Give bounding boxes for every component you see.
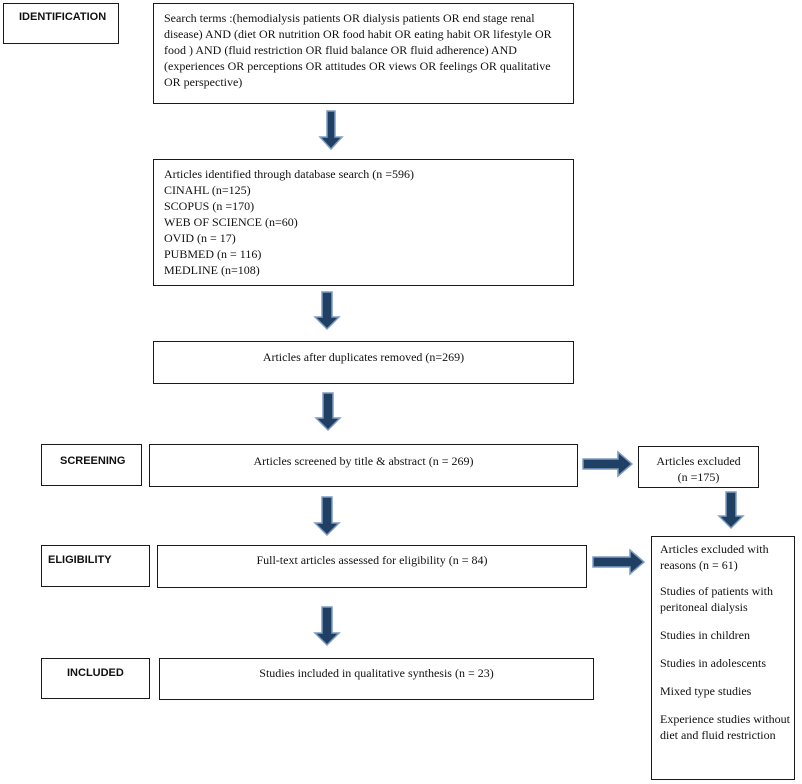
down-arrow-duplicates-to-screened — [314, 392, 342, 432]
database-item-pubmed: PUBMED (n = 116) — [164, 247, 262, 261]
right-arrow-fulltext-to-excluded — [592, 548, 646, 576]
exclusion-reason-no-diet: Experience studies without diet and flui… — [660, 712, 790, 742]
database-item-cinahl: CINAHL (n=125) — [164, 183, 251, 197]
down-arrow-search-to-identified — [318, 110, 344, 151]
down-arrow-screened-to-fulltext — [313, 496, 341, 537]
exclusion-reason-mixed: Mixed type studies — [660, 684, 752, 698]
stage-identification-label: IDENTIFICATION — [19, 11, 107, 23]
excluded-fulltext-header: Articles excluded with reasons (n = 61) — [660, 542, 769, 572]
down-arrow-excluded-to-reasons — [717, 491, 745, 530]
stage-identification: IDENTIFICATION — [3, 3, 119, 44]
screened-text: Articles screened by title & abstract (n… — [253, 454, 474, 468]
excluded-screening-line2: (n =175) — [677, 470, 720, 484]
included-box: Studies included in qualitative synthesi… — [159, 658, 594, 700]
right-arrow-screened-to-excluded — [582, 450, 634, 478]
excluded-screening-box: Articles excluded (n =175) — [638, 446, 759, 488]
search-terms-box: Search terms :(hemodialysis patients OR … — [153, 3, 574, 104]
excluded-screening-line1: Articles excluded — [656, 454, 741, 468]
down-arrow-identified-to-duplicates — [313, 291, 341, 331]
exclusion-reason-adolescents: Studies in adolescents — [660, 656, 766, 670]
stage-included-label: INCLUDED — [67, 667, 124, 679]
duplicates-removed-box: Articles after duplicates removed (n=269… — [153, 341, 574, 384]
stage-eligibility: ELIGIBILITY — [41, 545, 150, 587]
stage-screening-label: SCREENING — [60, 455, 126, 467]
included-text: Studies included in qualitative synthesi… — [259, 666, 494, 680]
identified-header: Articles identified through database sea… — [164, 167, 415, 181]
identified-box: Articles identified through database sea… — [153, 159, 574, 286]
database-item-web-of-science: WEB OF SCIENCE (n=60) — [164, 215, 298, 229]
fulltext-text: Full-text articles assessed for eligibil… — [256, 553, 488, 567]
screened-box: Articles screened by title & abstract (n… — [149, 444, 578, 487]
stage-included: INCLUDED — [41, 658, 150, 699]
exclusion-reason-peritoneal: Studies of patients with peritoneal dial… — [660, 584, 773, 614]
database-item-ovid: OVID (n = 17) — [164, 231, 236, 245]
search-terms-text: Search terms :(hemodialysis patients OR … — [164, 11, 552, 89]
stage-screening: SCREENING — [41, 444, 142, 486]
database-item-scopus: SCOPUS (n =170) — [164, 199, 255, 213]
down-arrow-fulltext-to-included — [313, 606, 341, 647]
database-item-medline: MEDLINE (n=108) — [164, 263, 260, 277]
excluded-fulltext-box: Articles excluded with reasons (n = 61) … — [651, 536, 795, 780]
duplicates-removed-text: Articles after duplicates removed (n=269… — [262, 350, 465, 364]
exclusion-reason-children: Studies in children — [660, 628, 750, 642]
stage-eligibility-label: ELIGIBILITY — [48, 554, 112, 566]
fulltext-box: Full-text articles assessed for eligibil… — [157, 545, 587, 588]
